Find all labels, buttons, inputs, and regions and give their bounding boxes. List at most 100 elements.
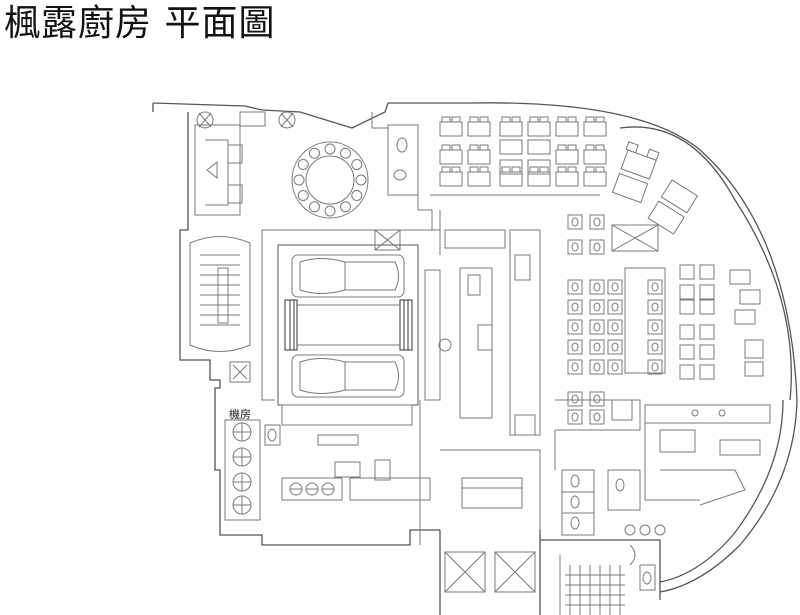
restrooms-bottom [561,469,666,536]
chair-icon [567,239,583,255]
chair-icon [567,409,583,425]
car-icon [291,354,405,398]
sink-icon [393,169,407,181]
chair-icon [607,279,623,295]
chair-icon [699,364,715,380]
table-icon [499,159,523,175]
table-icon [467,121,491,137]
chair-icon [589,319,605,335]
car-icon [291,254,405,298]
chair-icon [679,284,695,300]
toilet-icon [615,478,625,492]
chair-icon [567,299,583,315]
booth-tables-right [611,141,764,377]
chair-icon [679,324,695,340]
machine-room-label: 機房 [229,407,251,421]
chair-icon [699,299,715,315]
table-icon [555,121,579,137]
chair-icon [607,359,623,375]
chair-icon [607,299,623,315]
chair-icon [297,159,309,170]
restroom-top [371,112,433,230]
parking-area [277,244,419,406]
chair-icon [293,174,305,186]
plan-title: 楓露廚房 平面圖 [4,3,276,44]
chair-icon [589,339,605,355]
stairwell-bottom [559,544,656,615]
kitchen [374,229,541,436]
table-icon [527,159,551,175]
table-icon [467,171,491,187]
chair-icon [589,391,605,407]
chair-icon [567,279,583,295]
toilet-icon [570,495,580,509]
elevators [444,551,536,593]
chair-icon [679,364,695,380]
lounge-area [194,111,296,216]
chair-icon [699,324,715,340]
table-icon [439,121,463,137]
chair-icon [679,344,695,360]
chair-icon [589,409,605,425]
chair-icon [309,147,320,159]
chair-icon [647,319,663,335]
office-area [644,404,771,506]
table-icon [527,171,551,187]
sink-icon [654,524,666,536]
table-icon [555,149,579,165]
chair-icon [297,190,309,201]
interior-partitions [261,194,641,545]
table-icon [499,121,523,137]
chair-icon [567,319,583,335]
chair-icon [567,391,583,407]
chair-icon [351,190,363,201]
chair-icon [567,359,583,375]
exterior-walls [152,102,798,615]
chair-icon [355,174,367,186]
chair-icon [647,299,663,315]
chair-icon [589,299,605,315]
machine-room: 機房 [224,407,281,521]
chair-icon [340,201,351,213]
toilet-icon [570,474,580,488]
plant-icon [196,111,214,129]
lower-kitchen [281,404,541,530]
chair-icon [589,239,605,255]
chair-icon [309,201,320,213]
chair-icon [607,339,623,355]
chair-icon [567,339,583,355]
chair-icon [607,319,623,335]
dining-tables-top [439,116,607,187]
dining-tables-center [567,214,715,425]
stairwell-left [189,236,251,383]
communal-table [611,224,666,421]
chair-icon [699,344,715,360]
chair-icon [679,299,695,315]
toilet-icon [267,428,277,442]
table-icon [499,171,523,187]
chair-icon [324,143,336,155]
chair-icon [679,264,695,280]
table-icon [583,149,607,165]
table-icon [527,121,551,137]
table-icon [583,171,607,187]
table-icon [527,139,551,155]
chair-icon [324,205,336,217]
toilet-icon [642,571,652,585]
sink-icon [624,524,636,536]
sink-icon [639,524,651,536]
chair-icon [699,284,715,300]
table-icon [439,149,463,165]
chair-icon [589,214,605,230]
table-icon [499,139,523,155]
chair-icon [699,264,715,280]
chair-icon [589,279,605,295]
toilet-icon [570,516,580,530]
chair-icon [647,339,663,355]
chair-icon [340,147,351,159]
round-table [291,141,369,219]
table-icon [467,149,491,165]
chair-icon [589,359,605,375]
table-icon [583,121,607,137]
